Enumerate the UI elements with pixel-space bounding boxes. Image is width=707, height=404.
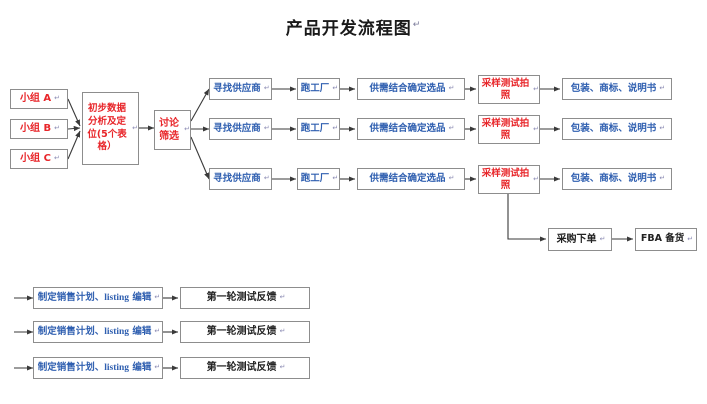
pilcrow-mark: ↵ <box>448 84 455 93</box>
node-sales-plan-2[interactable]: 制定销售计划、listing 编辑↵ <box>33 321 163 343</box>
node-purchase-order-label: 采购下单 <box>556 233 597 245</box>
node-factory-3[interactable]: 跑工厂↵ <box>297 168 340 190</box>
node-group-a[interactable]: 小组 A↵ <box>10 89 68 109</box>
node-group-c-label: 小组 C <box>20 153 51 165</box>
node-sales-plan-1[interactable]: 制定销售计划、listing 编辑↵ <box>33 287 163 309</box>
node-packaging-2[interactable]: 包装、商标、说明书↵ <box>562 118 672 140</box>
pilcrow-mark: ↵ <box>687 234 694 243</box>
pilcrow-mark: ↵ <box>263 124 270 133</box>
node-feedback-2[interactable]: 第一轮测试反馈↵ <box>180 321 310 343</box>
pilcrow-mark: ↵ <box>263 174 270 183</box>
pilcrow-mark: ↵ <box>132 123 138 132</box>
node-fba-stock[interactable]: FBA 备货↵ <box>635 228 697 251</box>
node-sales-plan-2-label: 制定销售计划、listing 编辑 <box>37 325 152 337</box>
node-supplier-3[interactable]: 寻找供应商↵ <box>209 168 272 190</box>
pilcrow-mark: ↵ <box>412 20 422 31</box>
node-feedback-2-label: 第一轮测试反馈 <box>206 326 277 338</box>
pilcrow-mark: ↵ <box>448 124 455 133</box>
pilcrow-mark: ↵ <box>263 84 270 93</box>
node-sampling-2[interactable]: 采样测试拍照↵ <box>478 115 540 144</box>
pilcrow-mark: ↵ <box>279 327 286 336</box>
node-sampling-1-label: 采样测试拍照 <box>481 77 530 101</box>
pilcrow-mark: ↵ <box>154 293 161 302</box>
node-packaging-2-label: 包装、商标、说明书 <box>570 122 657 134</box>
pilcrow-mark: ↵ <box>154 363 161 372</box>
node-supplier-2-label: 寻找供应商 <box>213 122 261 134</box>
pilcrow-mark: ↵ <box>533 125 539 134</box>
pilcrow-mark: ↵ <box>279 293 286 302</box>
node-factory-2[interactable]: 跑工厂↵ <box>297 118 340 140</box>
pilcrow-mark: ↵ <box>332 174 339 183</box>
pilcrow-mark: ↵ <box>599 234 606 243</box>
node-purchase-order[interactable]: 采购下单↵ <box>548 228 612 251</box>
node-analysis-label: 初步数据分析及定位(5个表格） <box>87 103 127 153</box>
node-fba-stock-label: FBA 备货 <box>640 233 685 245</box>
node-sales-plan-1-label: 制定销售计划、listing 编辑 <box>37 291 152 303</box>
node-supplier-2[interactable]: 寻找供应商↵ <box>209 118 272 140</box>
pilcrow-mark: ↵ <box>533 85 539 94</box>
pilcrow-mark: ↵ <box>659 174 666 183</box>
node-group-c[interactable]: 小组 C↵ <box>10 149 68 169</box>
node-factory-3-label: 跑工厂 <box>300 172 330 184</box>
node-sampling-1[interactable]: 采样测试拍照↵ <box>478 75 540 104</box>
pilcrow-mark: ↵ <box>332 124 339 133</box>
page-title: 产品开发流程图↵ <box>0 14 707 39</box>
node-feedback-3[interactable]: 第一轮测试反馈↵ <box>180 357 310 379</box>
node-feedback-3-label: 第一轮测试反馈 <box>206 362 277 374</box>
node-sampling-3-label: 采样测试拍照 <box>481 167 530 191</box>
node-packaging-3-label: 包装、商标、说明书 <box>570 172 657 184</box>
node-selection-3[interactable]: 供需结合确定选品↵ <box>357 168 465 190</box>
node-selection-2[interactable]: 供需结合确定选品↵ <box>357 118 465 140</box>
node-discussion-label: 讨论筛选 <box>159 118 180 142</box>
node-supplier-1-label: 寻找供应商 <box>213 82 261 94</box>
pilcrow-mark: ↵ <box>53 154 60 163</box>
node-sampling-2-label: 采样测试拍照 <box>481 117 530 141</box>
node-feedback-1[interactable]: 第一轮测试反馈↵ <box>180 287 310 309</box>
node-selection-2-label: 供需结合确定选品 <box>369 122 446 134</box>
node-group-a-label: 小组 A <box>19 93 52 105</box>
pilcrow-mark: ↵ <box>54 124 60 133</box>
node-packaging-3[interactable]: 包装、商标、说明书↵ <box>562 168 672 190</box>
node-selection-1[interactable]: 供需结合确定选品↵ <box>357 78 465 100</box>
node-sales-plan-3[interactable]: 制定销售计划、listing 编辑↵ <box>33 357 163 379</box>
node-supplier-3-label: 寻找供应商 <box>213 172 261 184</box>
node-factory-1-label: 跑工厂 <box>300 82 330 94</box>
pilcrow-mark: ↵ <box>154 327 161 336</box>
pilcrow-mark: ↵ <box>279 363 286 372</box>
pilcrow-mark: ↵ <box>533 175 539 184</box>
node-selection-3-label: 供需结合确定选品 <box>369 172 446 184</box>
pilcrow-mark: ↵ <box>184 125 190 134</box>
node-feedback-1-label: 第一轮测试反馈 <box>206 292 277 304</box>
pilcrow-mark: ↵ <box>659 84 666 93</box>
pilcrow-mark: ↵ <box>659 124 666 133</box>
node-sales-plan-3-label: 制定销售计划、listing 编辑 <box>37 361 152 373</box>
node-factory-2-label: 跑工厂 <box>300 122 330 134</box>
node-selection-1-label: 供需结合确定选品 <box>369 82 446 94</box>
node-packaging-1[interactable]: 包装、商标、说明书↵ <box>562 78 672 100</box>
page-title-text: 产品开发流程图 <box>285 19 412 39</box>
node-factory-1[interactable]: 跑工厂↵ <box>297 78 340 100</box>
pilcrow-mark: ↵ <box>448 174 455 183</box>
node-packaging-1-label: 包装、商标、说明书 <box>570 82 657 94</box>
pilcrow-mark: ↵ <box>54 94 61 103</box>
node-analysis[interactable]: 初步数据分析及定位(5个表格） ↵ <box>82 92 139 165</box>
node-group-b[interactable]: 小组 B↵ <box>10 119 68 139</box>
pilcrow-mark: ↵ <box>332 84 339 93</box>
node-discussion[interactable]: 讨论筛选 ↵ <box>154 110 191 150</box>
node-group-b-label: 小组 B <box>20 123 52 135</box>
node-sampling-3[interactable]: 采样测试拍照↵ <box>478 165 540 194</box>
node-supplier-1[interactable]: 寻找供应商↵ <box>209 78 272 100</box>
